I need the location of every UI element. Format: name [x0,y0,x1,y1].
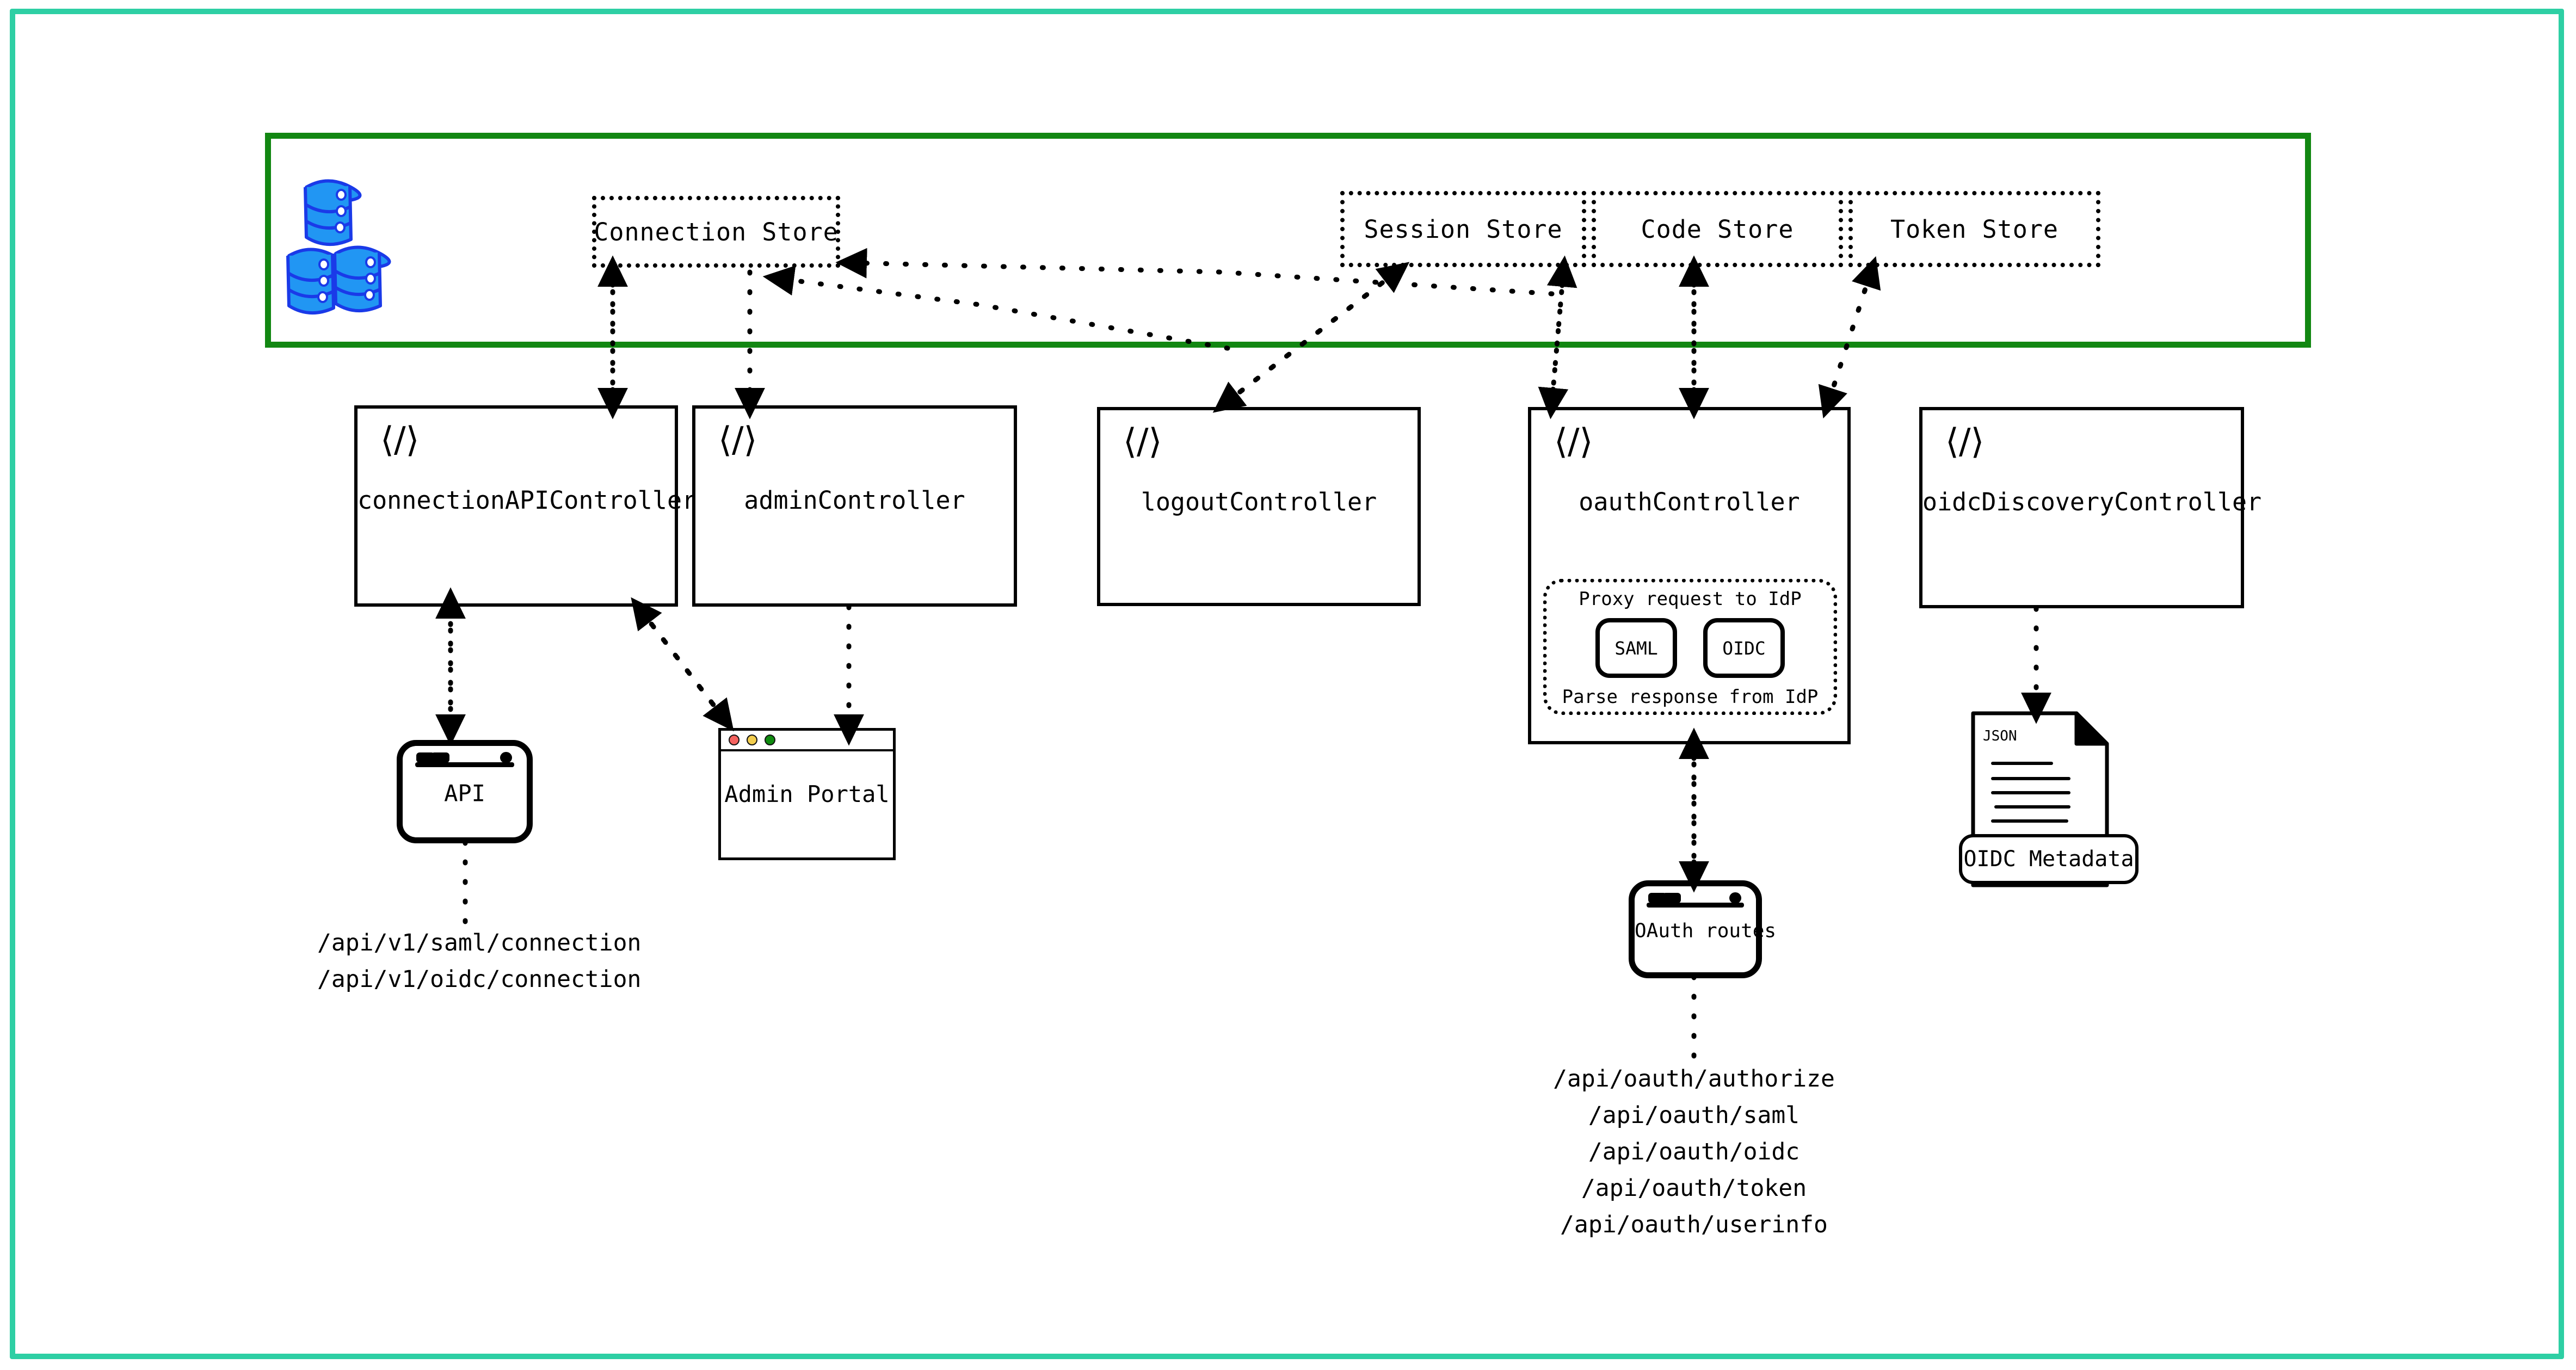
store-connection-label: Connection Store [594,217,839,246]
connection-route-item: /api/v1/saml/connection [317,929,642,956]
traffic-light-minimize-icon[interactable] [747,735,757,745]
code-brackets-icon: ⟨/⟩ [1123,422,1162,462]
store-token[interactable]: Token Store [1848,191,2100,267]
window-dot-icon [1662,893,1681,903]
code-brackets-icon: ⟨/⟩ [1554,422,1593,462]
controller-connectionapicontroller[interactable]: ⟨/⟩ connectionAPIController [354,405,697,607]
proxy-request-label: Proxy request to IdP [1579,588,1802,610]
code-brackets-icon: ⟨/⟩ [1945,422,1985,462]
proxy-idp-region: Proxy request to IdP SAML OIDC Parse res… [1543,579,1837,715]
traffic-light-maximize-icon[interactable] [765,735,775,745]
window-dot-icon [1729,892,1742,904]
controller-oauthcontroller[interactable]: ⟨/⟩ oauthController Proxy request to IdP… [1528,407,1851,744]
oidc-metadata-label: OIDC Metadata [1963,847,2134,872]
browser-titlebar [721,731,893,751]
code-brackets-icon: ⟨/⟩ [718,420,757,460]
window-titlebar-line [1647,903,1744,908]
admin-portal-label: Admin Portal [724,781,890,807]
code-brackets-icon: ⟨/⟩ [380,420,420,460]
window-dot-icon [431,752,450,763]
oauth-routes-label: OAuth routes [1635,919,1777,942]
store-code-label: Code Store [1641,214,1794,244]
admin-portal-window[interactable]: Admin Portal [718,728,896,860]
window-titlebar-line [415,762,515,767]
api-window[interactable]: API [397,740,533,843]
arrow-oauthcontroller-to-sessionstore [1546,255,1577,405]
store-code[interactable]: Code Store [1592,191,1843,267]
oidc-metadata-label-chip: OIDC Metadata [1959,834,2139,884]
store-connection[interactable]: Connection Store [592,196,840,268]
protocol-chip-saml-label: SAML [1614,637,1658,659]
arrow-sessionstore-to-logoutcontroller [1212,269,1399,413]
store-session[interactable]: Session Store [1340,191,1586,267]
controller-admincontroller[interactable]: ⟨/⟩ adminController [692,405,1017,607]
store-session-label: Session Store [1364,214,1563,244]
outer-frame [10,9,2564,1359]
arrow-oauthcontroller-to-connectionstore [835,248,1555,297]
window-dot-icon [1648,893,1667,903]
parse-response-label: Parse response from IdP [1562,686,1819,708]
traffic-light-close-icon[interactable] [729,735,739,745]
protocol-chip-oidc[interactable]: OIDC [1703,618,1785,678]
arrow-oauthcontroller-to-tokenstore [1826,256,1881,405]
arrow-sessionstore-to-oauthcontroller [1538,269,1569,419]
connection-routes-list: /api/v1/saml/connection /api/v1/oidc/con… [317,925,665,998]
controller-label: oidcDiscoveryController [1922,487,2262,516]
oauth-route-item: /api/oauth/saml [1588,1102,1800,1129]
arrow-tokenstore-to-oauthcontroller [1818,269,1874,419]
proxy-protocol-chips: SAML OIDC [1595,618,1785,678]
protocol-chip-oidc-label: OIDC [1722,637,1766,659]
window-dot-icon [500,752,512,763]
arrow-connectionapi-to-admin-portal [638,608,734,732]
controller-logoutcontroller[interactable]: ⟨/⟩ logoutController [1097,407,1421,606]
protocol-chip-saml[interactable]: SAML [1595,618,1677,678]
oauth-routes-list: /api/oauth/authorize /api/oauth/saml /ap… [1520,1061,1868,1243]
connection-route-item: /api/v1/oidc/connection [317,966,642,993]
oauth-route-item: /api/oauth/userinfo [1560,1211,1828,1238]
oauth-route-item: /api/oauth/oidc [1588,1138,1800,1165]
oauth-route-item: /api/oauth/token [1581,1175,1807,1202]
oauth-route-item: /api/oauth/authorize [1553,1065,1835,1093]
oidc-metadata-document[interactable]: JSON OIDC Metadata [1959,710,2139,890]
api-window-label: API [444,780,485,807]
window-dot-icon [416,752,435,763]
store-token-label: Token Store [1890,214,2059,244]
controller-label: logoutController [1141,487,1377,516]
controller-label: connectionAPIController [358,486,697,515]
arrow-logoutcontroller-to-sessionstore [1223,262,1410,405]
svg-text:JSON: JSON [1983,728,2017,744]
controller-label: oauthController [1579,487,1800,516]
controller-oidcdiscoverycontroller[interactable]: ⟨/⟩ oidcDiscoveryController [1919,407,2262,608]
controller-label: adminController [744,486,965,515]
